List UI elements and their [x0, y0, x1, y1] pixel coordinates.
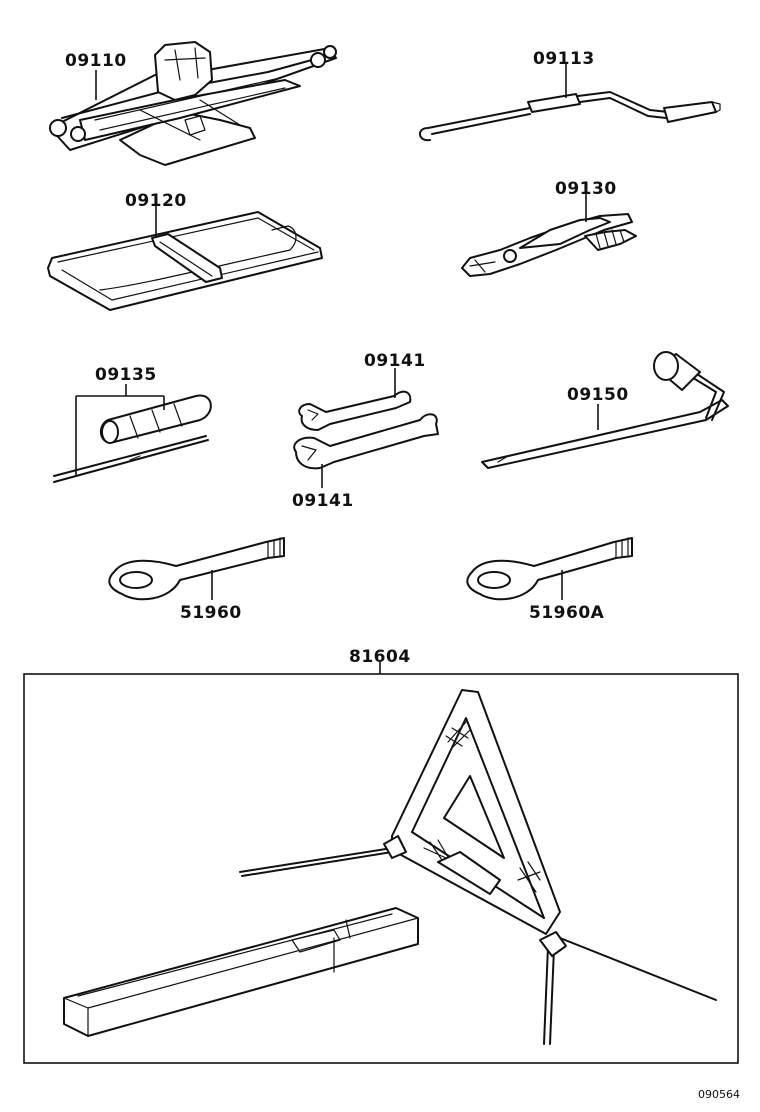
jack-illustration: [49, 41, 337, 166]
warning-triangle-illustration: [239, 689, 717, 1045]
label-81604: 81604: [349, 647, 411, 667]
label-09130: 09130: [555, 179, 617, 199]
label-09110: 09110: [65, 51, 127, 71]
label-09113: 09113: [533, 49, 595, 69]
label-51960A: 51960A: [529, 603, 605, 623]
label-09141-bottom: 09141: [292, 491, 354, 511]
label-09120: 09120: [125, 191, 187, 211]
screwdriver-leader: [75, 395, 165, 476]
jack-handle-illustration: [419, 91, 721, 142]
label-09150: 09150: [567, 385, 629, 405]
screwdriver-illustration: [53, 394, 212, 483]
wheel-nut-wrench-illustration: [481, 351, 729, 469]
wrench-bottom-illustration: [293, 413, 439, 470]
label-09141-top: 09141: [364, 351, 426, 371]
towing-eye-illustration: [108, 537, 285, 601]
wrench-top-illustration: [298, 390, 412, 431]
towing-eye-a-illustration: [466, 537, 633, 601]
tool-bag-illustration: [47, 211, 323, 311]
triangle-case-illustration: [63, 907, 419, 1037]
diagram-code: 090564: [698, 1088, 740, 1101]
label-09135: 09135: [95, 365, 157, 385]
pliers-illustration: [461, 213, 637, 277]
label-51960: 51960: [180, 603, 242, 623]
warning-triangle-frame: [23, 673, 739, 1064]
